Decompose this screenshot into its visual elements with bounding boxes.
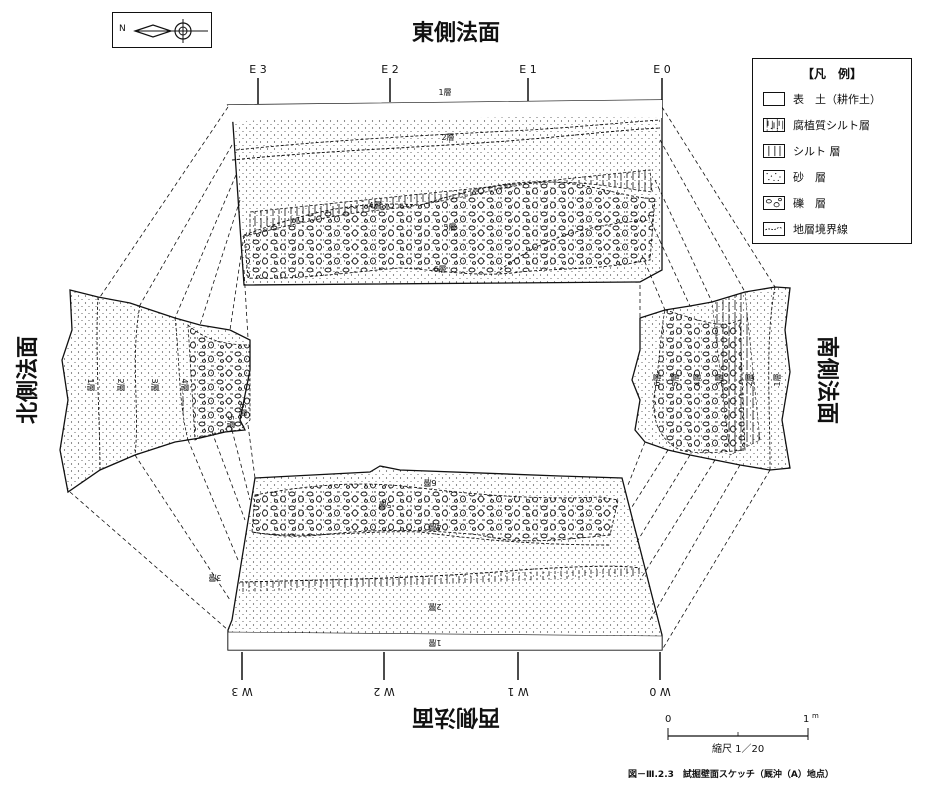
scale-bar: 0 1 m 縮尺 1／20 bbox=[662, 712, 819, 755]
north-letter: N bbox=[119, 24, 126, 34]
north-arrow-box: N bbox=[112, 12, 212, 48]
west-layer-3-label: 3層 bbox=[208, 573, 221, 582]
legend-item-boundary: 地層境界線 bbox=[763, 219, 848, 239]
legend-item-gravel: 礫 層 bbox=[763, 193, 826, 213]
legend-item-sand: 砂 層 bbox=[763, 167, 826, 187]
legend-item-humic-silt: 腐植質シルト層 bbox=[763, 115, 870, 135]
west-layer-5-label: 5層 bbox=[378, 500, 391, 509]
east-layer-6-label: 6層 bbox=[433, 265, 446, 274]
legend-title: 【凡 例】 bbox=[801, 67, 862, 81]
legend-item-label: 腐植質シルト層 bbox=[793, 119, 870, 132]
north-face-title: 北側法面 bbox=[16, 336, 41, 424]
east-stakes bbox=[257, 78, 663, 104]
east-face-section bbox=[226, 99, 663, 286]
north-layer-1-label: 1層 bbox=[86, 378, 95, 391]
north-layer-4-label: 4層 bbox=[180, 378, 189, 391]
boundary-line-swatch-icon bbox=[763, 222, 785, 236]
scale-zero: 0 bbox=[665, 714, 672, 725]
scale-one: 1 bbox=[803, 714, 810, 725]
legend: 【凡 例】 表 土（耕作土） 腐植質シルト層 シルト 層 砂 層 bbox=[752, 58, 912, 244]
west-layer-6-label: 6層 bbox=[423, 478, 436, 487]
east-layer-2-label: 2層 bbox=[441, 133, 454, 142]
north-arrow-icon bbox=[133, 19, 208, 43]
south-layer-2-label: 2層 bbox=[745, 373, 754, 386]
scale-unit: m bbox=[812, 712, 819, 720]
sand-swatch-icon bbox=[763, 170, 785, 184]
south-face-title: 南側法面 bbox=[814, 336, 839, 424]
east-layer-5-label: 5層 bbox=[443, 223, 456, 232]
stake-label-e0: E 0 bbox=[653, 63, 670, 76]
humic-silt-swatch-icon bbox=[763, 118, 785, 132]
silt-swatch-icon bbox=[763, 144, 785, 158]
north-layer-2-label: 2層 bbox=[116, 378, 125, 391]
west-face-title: 西側法面 bbox=[412, 704, 500, 729]
south-layer-1-label: 1層 bbox=[773, 373, 782, 386]
west-layer-1-label: 1層 bbox=[428, 638, 441, 647]
scale-ratio: 縮尺 1／20 bbox=[712, 744, 765, 755]
blank-swatch-icon bbox=[763, 92, 785, 106]
legend-item-label: 地層境界線 bbox=[793, 223, 848, 236]
legend-item-label: 砂 層 bbox=[793, 171, 826, 184]
south-layer-3-label: 3層 bbox=[715, 373, 724, 386]
west-layer-2-label: 2層 bbox=[428, 602, 441, 611]
south-layer-5-label: 5層 bbox=[671, 373, 680, 386]
stake-label-w3: W 3 bbox=[231, 685, 252, 698]
legend-item-label: シルト 層 bbox=[793, 145, 841, 158]
south-layer-6-label: 6層 bbox=[653, 373, 662, 386]
west-face-section bbox=[227, 465, 663, 651]
legend-item-label: 表 土（耕作土） bbox=[793, 93, 881, 106]
east-layer-1-label: 1層 bbox=[438, 88, 451, 97]
north-face-section bbox=[59, 289, 251, 494]
stake-label-w1: W 1 bbox=[507, 685, 528, 698]
west-layer-4-label: 4層 bbox=[428, 522, 441, 531]
stake-label-w2: W 2 bbox=[373, 685, 394, 698]
south-face-section bbox=[631, 286, 791, 471]
stake-label-w0: W 0 bbox=[649, 685, 670, 698]
north-layer-3-label: 3層 bbox=[150, 378, 159, 391]
east-layer-4-label: 4層 bbox=[368, 201, 381, 210]
stake-label-e3: E 3 bbox=[249, 63, 266, 76]
figure-caption: 図－Ⅲ.2.3 試掘壁面スケッチ（厩沖（A）地点） bbox=[628, 770, 834, 780]
stake-label-e1: E 1 bbox=[519, 63, 536, 76]
stake-label-e2: E 2 bbox=[381, 63, 398, 76]
south-layer-4-label: 4層 bbox=[693, 373, 702, 386]
legend-item-topsoil: 表 土（耕作土） bbox=[763, 89, 881, 109]
correspondence-lines bbox=[69, 106, 776, 651]
scale-bar-graphic bbox=[667, 728, 809, 740]
legend-item-label: 礫 層 bbox=[793, 197, 826, 210]
legend-item-silt: シルト 層 bbox=[763, 141, 841, 161]
west-stakes bbox=[241, 652, 661, 680]
east-face-title: 東側法面 bbox=[412, 21, 500, 46]
gravel-swatch-icon bbox=[763, 196, 785, 210]
north-layer-6-label: 6層 bbox=[238, 403, 247, 416]
north-layer-5-label: 5層 bbox=[226, 415, 235, 428]
